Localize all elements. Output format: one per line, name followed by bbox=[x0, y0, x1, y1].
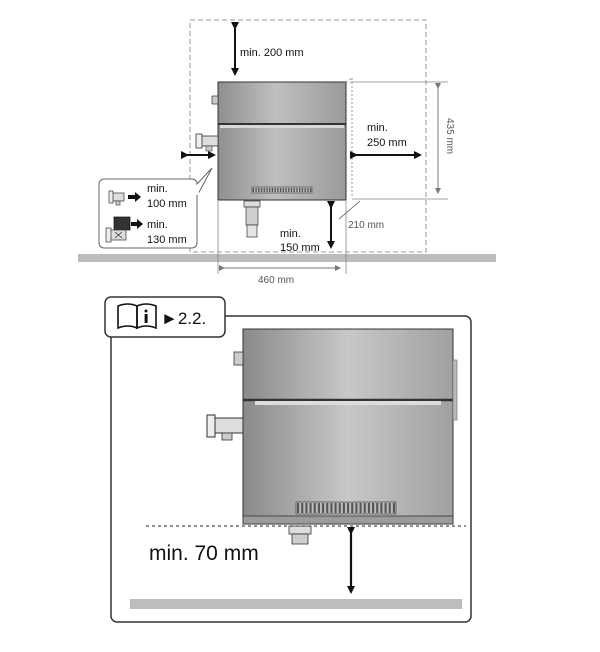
vent-slot bbox=[290, 188, 293, 192]
vent-slot bbox=[282, 188, 285, 192]
valve-large-icon bbox=[105, 216, 143, 243]
vent-slot bbox=[304, 188, 306, 192]
vent-slot bbox=[301, 188, 304, 192]
vent-slot bbox=[271, 188, 274, 192]
side-clearance-2-line1: min. bbox=[147, 219, 168, 231]
vent-slot bbox=[288, 188, 290, 192]
vent-grille bbox=[251, 186, 313, 194]
vent-slot bbox=[279, 188, 282, 192]
steam-unit-large bbox=[206, 328, 458, 545]
vent-slot bbox=[355, 503, 358, 513]
vent-slot bbox=[342, 503, 345, 513]
vent-slot bbox=[317, 503, 320, 513]
bottom-frame bbox=[110, 315, 472, 623]
width-dimension-label: 460 mm bbox=[258, 275, 294, 286]
floor-top bbox=[78, 254, 496, 262]
side-clearance-1-line2: 100 mm bbox=[147, 198, 187, 210]
top-connector-large bbox=[233, 351, 244, 366]
side-clearance-1-line1: min. bbox=[147, 183, 168, 195]
water-valve bbox=[195, 133, 219, 152]
vent-slot bbox=[309, 503, 312, 513]
vent-slot bbox=[299, 188, 301, 192]
vent-slot bbox=[392, 503, 395, 513]
vent-slot bbox=[307, 188, 309, 192]
vent-slot bbox=[359, 503, 362, 513]
vent-slot bbox=[372, 503, 375, 513]
vent-slot bbox=[301, 503, 304, 513]
vent-slot bbox=[376, 503, 379, 513]
valve-small-icon bbox=[108, 190, 141, 206]
top-connector bbox=[211, 95, 219, 105]
height-dimension-label: 435 mm bbox=[444, 118, 455, 154]
vent-slot bbox=[297, 503, 300, 513]
vent-slot bbox=[263, 188, 265, 192]
drain-pipe-large bbox=[288, 525, 312, 545]
bottom-diagram: ►2.2. bbox=[104, 296, 472, 623]
vent-slot bbox=[322, 503, 325, 513]
vent-slot bbox=[330, 503, 333, 513]
vent-slot bbox=[388, 503, 391, 513]
vent-slot bbox=[326, 503, 329, 513]
manual-reference-label: ►2.2. bbox=[161, 309, 206, 328]
vent-slot bbox=[347, 503, 350, 513]
vent-slot bbox=[255, 188, 257, 192]
side-clearance-callout: min. 100 mm min. 130 mm bbox=[98, 167, 213, 249]
floor-bottom bbox=[130, 599, 462, 609]
vent-slot bbox=[269, 188, 271, 192]
vent-grille-large bbox=[295, 501, 397, 515]
drain-pipe bbox=[243, 200, 261, 238]
side-clearance-2-line2: 130 mm bbox=[147, 234, 187, 246]
manual-info-icon bbox=[117, 303, 157, 330]
vent-slot bbox=[367, 503, 370, 513]
bottom-clearance-label-1: min. bbox=[280, 228, 301, 240]
vent-slot bbox=[305, 503, 308, 513]
vent-slot bbox=[380, 503, 383, 513]
vent-slot bbox=[309, 188, 312, 192]
vent-slot bbox=[313, 503, 316, 513]
vent-slot bbox=[351, 503, 354, 513]
top-clearance-label: min. 200 mm bbox=[240, 47, 304, 59]
bottom-clearance-label-2: 150 mm bbox=[280, 242, 320, 254]
vent-slot bbox=[260, 188, 263, 192]
vent-slot bbox=[277, 188, 279, 192]
floor-clearance-label: min. 70 mm bbox=[149, 542, 259, 565]
vent-slot bbox=[252, 188, 255, 192]
steam-unit-front bbox=[195, 77, 353, 238]
right-clearance-label-2: 250 mm bbox=[367, 137, 407, 149]
right-clearance-label-1: min. bbox=[367, 122, 388, 134]
clearance-envelope bbox=[189, 19, 427, 253]
vent-slot bbox=[285, 188, 287, 192]
vent-slot bbox=[274, 188, 276, 192]
vent-slot bbox=[334, 503, 337, 513]
vent-slot bbox=[338, 503, 341, 513]
vent-slot bbox=[266, 188, 268, 192]
vent-slot bbox=[363, 503, 366, 513]
water-valve-large bbox=[206, 414, 244, 441]
vent-slot bbox=[258, 188, 260, 192]
top-diagram: min. 200 mm min. 250 mm 435 mm 210 mm mi… bbox=[78, 19, 496, 286]
vent-slot bbox=[296, 188, 298, 192]
manual-reference-tag: ►2.2. bbox=[104, 296, 226, 338]
vent-slot bbox=[293, 188, 295, 192]
depth-dimension-line bbox=[338, 200, 361, 220]
vent-slot bbox=[384, 503, 387, 513]
depth-dimension-label: 210 mm bbox=[348, 220, 384, 231]
